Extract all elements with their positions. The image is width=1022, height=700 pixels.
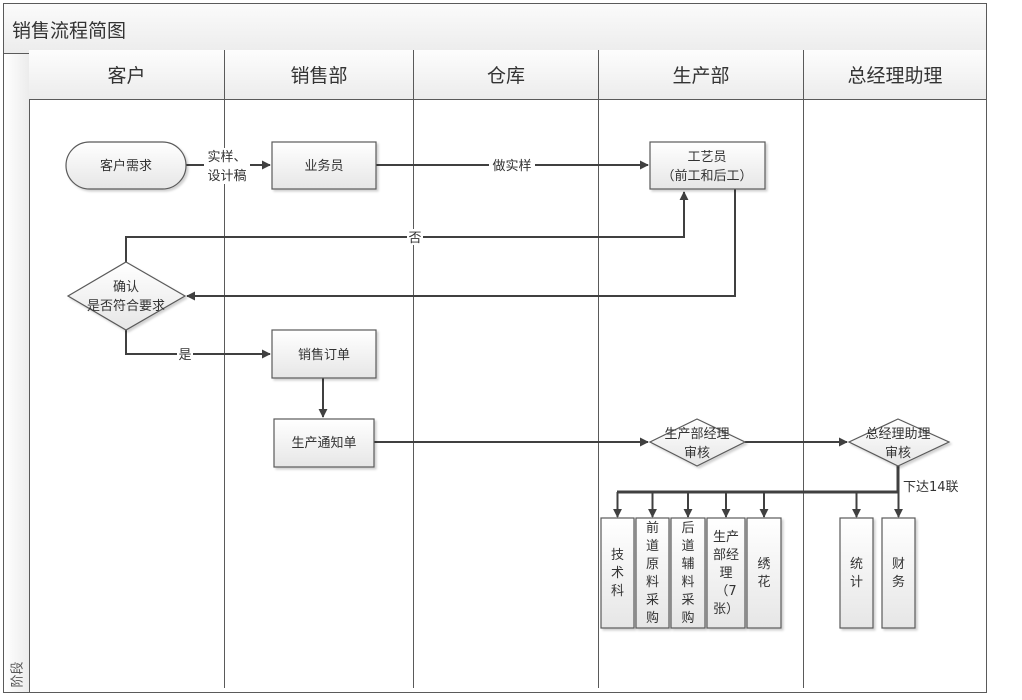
node-recipient-statistics[interactable]: 统计 — [839, 517, 874, 629]
node-recipient-label: 原 — [646, 557, 659, 572]
node-recipient-label: （7 — [715, 584, 736, 599]
node-gm-review-label-1: 总经理助理 — [865, 427, 930, 442]
node-production-notice-label: 生产通知单 — [291, 435, 356, 451]
node-craftsman-label-1: 工艺员 — [687, 150, 726, 165]
edge-label-issue-14: 下达14联 — [903, 480, 959, 495]
node-salesperson-label: 业务员 — [304, 158, 343, 174]
diagram-title: 销售流程简图 — [12, 20, 127, 42]
node-sales-order[interactable]: 销售订单 — [271, 329, 377, 379]
lane-divider — [224, 100, 225, 688]
node-production-notice[interactable]: 生产通知单 — [273, 418, 375, 468]
node-recipient-label: 采 — [681, 593, 694, 608]
node-recipient-tech-dept[interactable]: 技术科 — [600, 517, 635, 629]
edge-label-yes: 是 — [178, 348, 191, 363]
node-recipient-label: 部经 — [713, 548, 739, 563]
lane-divider — [413, 100, 414, 688]
node-recipient-label: 购 — [681, 610, 694, 626]
node-craftsman-label-2: （前工和后工） — [661, 168, 752, 184]
node-recipient-finance[interactable]: 财务 — [881, 517, 916, 629]
edge-label-make-sample: 做实样 — [492, 159, 531, 174]
node-craftsman[interactable]: 工艺员 （前工和后工） — [649, 141, 766, 190]
lane-header-gm-assistant: 总经理助理 — [804, 50, 987, 100]
node-sales-order-label: 销售订单 — [298, 347, 350, 363]
lane-header-production: 生产部 — [599, 50, 804, 100]
node-gm-review-label-2: 审核 — [885, 446, 911, 461]
edge-label-bg — [407, 229, 423, 245]
node-customer-demand-label: 客户需求 — [100, 158, 152, 174]
lane-header-sales: 销售部 — [225, 50, 414, 100]
edge-label-no: 否 — [408, 231, 421, 246]
lane-divider — [598, 100, 599, 688]
node-recipient-label: 料 — [646, 575, 659, 590]
node-recipient-label: 辅 — [681, 557, 694, 572]
node-prod-mgr-review-label-2: 审核 — [684, 446, 710, 461]
node-customer-demand[interactable]: 客户需求 — [65, 141, 187, 190]
node-recipient-label: 前 — [646, 520, 659, 536]
node-recipient-label: 统 — [850, 557, 863, 572]
node-prod-mgr-review-label-1: 生产部经理 — [664, 427, 729, 442]
node-recipient-label: 道 — [681, 539, 694, 554]
lane-header-warehouse: 仓库 — [414, 50, 599, 100]
node-recipient-label: 财 — [892, 557, 905, 572]
edge-label-sample-1: 实样、 — [207, 150, 246, 165]
node-recipient-label: 购 — [646, 610, 659, 626]
node-confirm-decision[interactable]: 确认 是否符合要求 — [66, 261, 187, 331]
phase-strip: 阶段 — [4, 54, 30, 692]
node-recipient-embroidery[interactable]: 绣花 — [746, 517, 782, 629]
node-recipient-label: 张） — [713, 602, 739, 617]
lane-header-customer: 客户 — [29, 50, 225, 100]
node-recipient-label: 务 — [892, 574, 905, 590]
node-recipient-label: 理 — [719, 566, 732, 581]
node-recipient-label: 绣 — [757, 557, 770, 572]
lane-divider — [803, 100, 804, 688]
node-gm-assistant-review[interactable]: 总经理助理 审核 — [847, 418, 951, 467]
edge-yes-to-sales-order — [125, 328, 271, 359]
node-recipient-prod-mgr-copies[interactable]: 生产部经理 （7 张） — [706, 517, 746, 629]
node-confirm-label-1: 确认 — [113, 280, 139, 295]
node-prod-mgr-review[interactable]: 生产部经理 审核 — [648, 418, 747, 467]
node-recipient-label: 技 — [611, 548, 624, 563]
node-recipient-label: 道 — [646, 539, 659, 554]
node-salesperson[interactable]: 业务员 — [271, 141, 377, 190]
node-recipient-label: 采 — [646, 593, 659, 608]
node-confirm-label-2: 是否符合要求 — [87, 298, 165, 314]
edge-label-bg — [489, 157, 535, 173]
node-recipient-label: 花 — [757, 574, 770, 590]
edge-label-sample-2: 设计稿 — [207, 168, 246, 184]
node-recipient-label: 生产 — [713, 530, 739, 545]
edge-craftsman-to-confirm — [186, 189, 736, 301]
edge-label-bg — [204, 148, 250, 184]
node-recipient-label: 术 — [611, 566, 624, 581]
edge-no-to-craftsman — [125, 191, 689, 262]
node-recipient-label: 计 — [850, 575, 863, 590]
node-recipient-label: 后 — [681, 521, 694, 536]
node-recipient-label: 料 — [681, 575, 694, 590]
edge-label-bg — [177, 346, 193, 362]
node-recipient-label: 科 — [611, 584, 624, 599]
